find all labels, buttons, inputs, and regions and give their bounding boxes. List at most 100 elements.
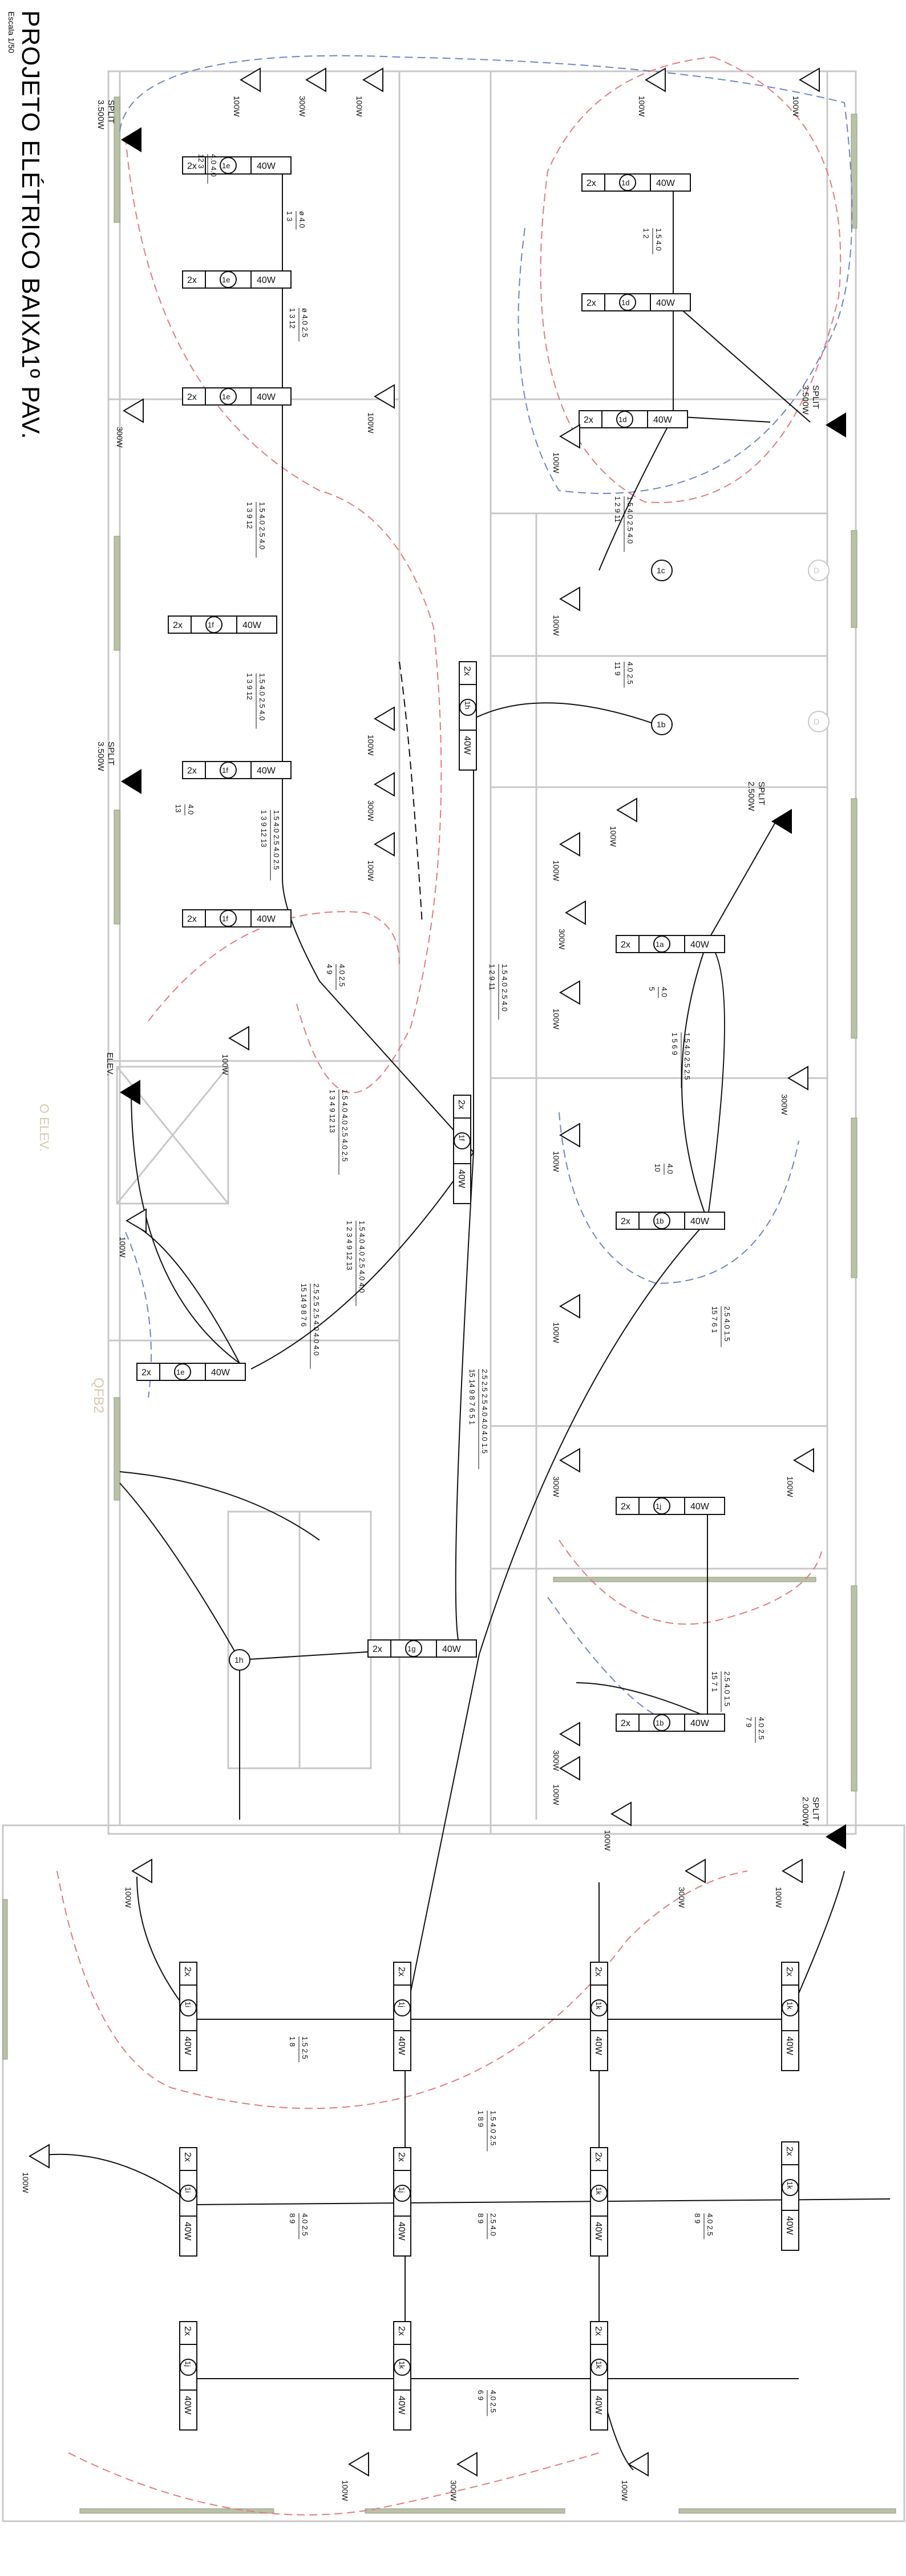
wire-gauges: 4.0 2.5 — [757, 1717, 766, 1740]
luminaire-quantity: 2x — [621, 940, 630, 950]
outlet-power: 100W — [124, 1887, 133, 1908]
wire-row-2-left — [34, 2153, 195, 2205]
luminaire-power: 40W — [690, 1217, 710, 1226]
luminaire-quantity: 2x — [584, 415, 593, 425]
split-label: SPLIT — [757, 781, 766, 805]
outlet-symbol: 100W — [774, 1858, 803, 1908]
split-ac-icon — [120, 1080, 140, 1105]
lamp-symbol-icon — [205, 616, 223, 633]
split-label: SPLIT — [811, 1797, 820, 1821]
point-light-icon — [651, 560, 673, 581]
luminaire-quantity: 2x — [587, 179, 596, 188]
wire-to-elev — [131, 1089, 240, 1364]
outlet-icon — [799, 67, 820, 92]
luminaire-circuit: 1i — [184, 2002, 192, 2007]
point-light-icon — [229, 1649, 250, 1671]
wire-gauges: 1.5 4.0 2.5 — [489, 2111, 498, 2145]
lower-block-outline — [2, 1824, 905, 2522]
split-ac-icon — [771, 809, 792, 834]
wire-gauge-annotation: 4.0 2.58 9 — [288, 2213, 309, 2239]
luminaire-power: 40W — [257, 914, 276, 924]
wire-stair — [119, 1471, 320, 1541]
luminaire-circuit: 1e — [222, 392, 230, 401]
luminaire-power: 40W — [462, 736, 472, 755]
outlet-power: 100W — [774, 1887, 783, 1908]
luminaire-circuit: 1k — [398, 2361, 406, 2369]
outlet-icon — [374, 706, 395, 731]
outlet-icon — [616, 797, 637, 823]
wire-gauges: 4.0 — [187, 804, 195, 815]
outlet-symbol: 100W — [366, 384, 395, 434]
luminaire-circuit: 1k — [786, 2181, 794, 2189]
point-light-label: 1h — [234, 1655, 244, 1664]
wire-gauge-annotation: 1.5 4.0 2.5 2.51 5 6 9 — [670, 1032, 691, 1088]
split-ac-icon — [121, 127, 141, 152]
outlet-power: 100W — [366, 860, 375, 881]
wire-gauges: 2.5 4.0 1.5 — [723, 1306, 731, 1341]
luminaire-power: 40W — [656, 179, 676, 188]
luminaire-power: 40W — [690, 1502, 710, 1512]
wire-circuits: 15 14 9 8 7 6 — [300, 1283, 308, 1327]
outlet-icon — [374, 384, 395, 409]
luminaire-body — [182, 761, 292, 779]
point-light: 1h — [229, 1649, 250, 1671]
outlet-icon — [374, 832, 395, 857]
luminaire-circuit: 1f — [458, 1135, 466, 1141]
window — [365, 2508, 565, 2514]
window — [851, 1585, 858, 1792]
wire-circuits: 13 — [174, 804, 183, 812]
outlet-power: 100W — [552, 1322, 561, 1343]
luminaire-power: 40W — [183, 2396, 192, 2415]
outlet-symbol: 100W — [232, 67, 261, 117]
luminaire-power: 40W — [784, 2036, 794, 2056]
lamp-symbol-icon — [653, 935, 670, 953]
luminaire-quantity: 2x — [373, 1645, 382, 1654]
outlet-symbol: 300W — [557, 900, 586, 950]
wire-to-elev-2 — [136, 1226, 240, 1364]
split-power: 2.000W — [800, 1797, 810, 1827]
outlet-power: 300W — [115, 427, 124, 448]
lamp-symbol-icon — [782, 1999, 799, 2016]
luminaire-power: 40W — [456, 1169, 466, 1189]
wire-gauge-annotation: 4.05 — [648, 987, 669, 998]
outlet-symbol: 100W — [552, 586, 580, 636]
wire-circuits: 8 9 — [288, 2213, 297, 2223]
wire-gauges: 1.5 4.0 2.5 4.0 — [258, 673, 266, 720]
outlet-symbol: 100W — [118, 1208, 147, 1258]
wire-gauge-annotation: 1.5 2.51 8 — [288, 2036, 309, 2063]
lamp-symbol-icon — [180, 2359, 197, 2376]
luminaire-power: 40W — [442, 1645, 462, 1654]
wire-gauges: 1.5 4.0 2.5 4.0 2.5 — [272, 810, 281, 870]
luminaire-power: 40W — [257, 161, 276, 171]
luminaire-power: 40W — [397, 2222, 406, 2241]
wire-gauge-annotation: 4.010 — [653, 1164, 674, 1175]
point-light-icon — [808, 560, 830, 581]
outlet-power: 100W — [221, 1054, 230, 1075]
split-ac-icon — [826, 1824, 846, 1849]
luminaire-quantity: 2x — [462, 666, 472, 676]
wire-circuits: 1 3 9 12 — [245, 673, 254, 700]
luminaire-circuit: 1j — [398, 2002, 406, 2007]
outlet-icon — [559, 1756, 580, 1781]
outlet-power: 100W — [355, 96, 364, 117]
luminaire-circuit: 1j — [398, 2187, 406, 2193]
outlet-icon — [610, 1801, 632, 1826]
point-light-label: D — [814, 566, 819, 575]
outlet-symbol: 100W — [552, 832, 580, 881]
point-light-icon — [651, 714, 673, 735]
wire-gauges: 1.5 4.0 4.0 2.5 4.0 2.5 — [341, 1089, 349, 1162]
luminaire-power: 40W — [784, 2216, 794, 2235]
luminaire-quantity: 2x — [456, 1100, 466, 1109]
split-ac-unit: ELEV. — [105, 1052, 140, 1105]
return-line-red — [559, 1540, 822, 1625]
return-line-blue — [547, 1597, 674, 1723]
wire-to-split-top — [673, 302, 811, 423]
elevator-label: O ELEV. — [37, 1104, 51, 1152]
return-line-red — [68, 2452, 600, 2516]
